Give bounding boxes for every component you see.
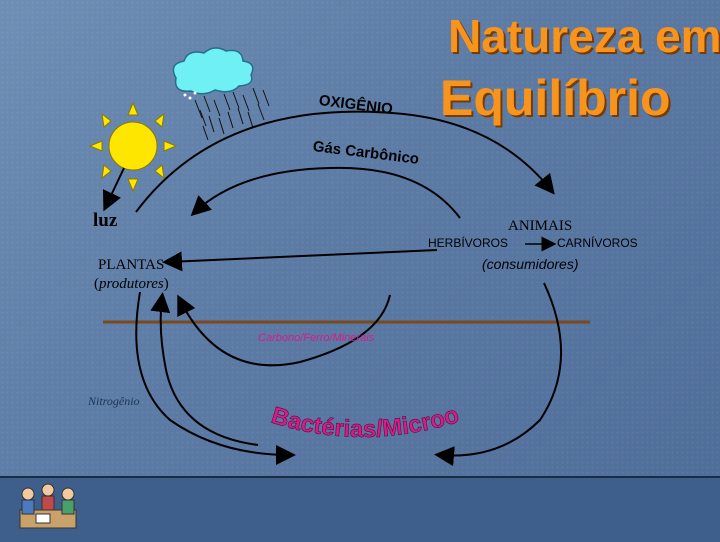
people-meeting-icon: [19, 483, 77, 529]
minerals-label: Carbono/Ferro/Minerais: [258, 332, 375, 344]
light-label: luz: [93, 210, 118, 231]
title-line1: Natureza em: [448, 10, 720, 62]
food-arrow: [162, 249, 438, 272]
rain-drops: [183, 91, 197, 100]
animals-decay-arrow: [434, 282, 563, 467]
minerals-arrow: [177, 294, 391, 367]
title-line2: Equilíbrio: [440, 70, 671, 126]
nitrogen-arrow: [150, 292, 259, 446]
rain-lines: [194, 87, 270, 141]
light-arrow: [102, 167, 125, 212]
producers-label: (produtores): [94, 276, 169, 292]
oxygen-arrow: [135, 110, 555, 213]
consumers-label: (consumidores): [482, 256, 579, 272]
nitrogen-label: Nitrogênio: [88, 394, 140, 408]
animals-label: ANIMAIS: [508, 218, 573, 234]
cloud-icon: [172, 47, 254, 95]
carnivores-label: CARNÍVOROS: [557, 236, 638, 250]
plants-label: PLANTAS: [98, 257, 165, 273]
footer-bar: [0, 476, 720, 542]
plants-decay-arrow: [135, 291, 296, 465]
sun-icon: [88, 101, 178, 193]
co2-arrow: [190, 166, 461, 219]
herbivores-label: HERBÍVOROS: [428, 236, 509, 250]
